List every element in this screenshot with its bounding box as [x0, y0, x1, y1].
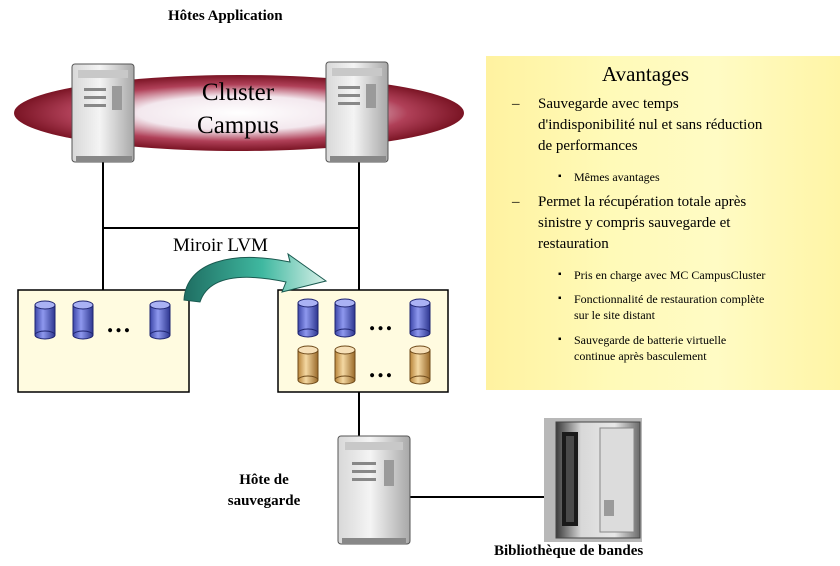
backup-host-label-line2: sauvegarde	[227, 493, 301, 509]
benefit-point-line: Sauvegarde avec temps	[538, 96, 679, 112]
dash-bullet: –	[512, 194, 520, 210]
benefit-point-line: Permet la récupération totale après	[538, 194, 747, 210]
square-bullet: ▪	[558, 171, 562, 182]
cluster-label-line2: Campus	[197, 112, 279, 139]
benefit-subpoint-line: sur le site distant	[574, 308, 655, 322]
benefit-subpoint-line: Fonctionnalité de restauration complète	[574, 292, 765, 306]
square-bullet: ▪	[558, 293, 562, 304]
benefit-point-line: sinistre y compris sauvegarde et	[538, 215, 731, 231]
cluster-label-line1: Cluster	[201, 79, 275, 106]
disk-ellipsis: …	[106, 311, 132, 338]
tape-library-icon	[544, 418, 642, 542]
benefit-point-line: d'indisponibilité nul et sans réduction	[538, 117, 763, 133]
benefit-subpoint-text: Mêmes avantages	[574, 170, 660, 184]
mirror-arrow-icon	[183, 252, 328, 303]
mirror-label: Miroir LVM	[173, 235, 268, 256]
backup-server-icon	[337, 435, 411, 545]
disk-gold-icon	[409, 345, 431, 385]
square-bullet: ▪	[558, 334, 562, 345]
disk-blue-icon	[149, 300, 171, 340]
server-left-icon	[71, 63, 135, 163]
diagram-title: Hôtes Application	[168, 8, 283, 24]
disk-blue-icon	[34, 300, 56, 340]
benefit-subpoint-line: Sauvegarde de batterie virtuelle	[574, 333, 727, 347]
disk-blue-icon	[72, 300, 94, 340]
benefit-subpoint: ▪ Sauvegarde de batterie virtuelle conti…	[558, 332, 840, 364]
benefit-point: – Permet la récupération totale après si…	[512, 192, 832, 255]
square-bullet: ▪	[558, 269, 562, 280]
disk-ellipsis: …	[368, 309, 394, 336]
disk-ellipsis: …	[368, 356, 394, 383]
benefit-subpoint: ▪ Mêmes avantages	[558, 169, 828, 185]
benefit-subpoint: ▪ Pris en charge avec MC CampusCluster	[558, 267, 840, 283]
backup-host-label-line1: Hôte de	[239, 472, 289, 488]
benefits-title: Avantages	[602, 62, 690, 86]
disk-gold-icon	[297, 345, 319, 385]
benefit-point: – Sauvegarde avec temps d'indisponibilit…	[512, 94, 832, 157]
cluster-label: Cluster Campus	[178, 76, 298, 142]
benefit-point-line: restauration	[538, 236, 609, 252]
benefit-subpoint: ▪ Fonctionnalité de restauration complèt…	[558, 291, 840, 323]
benefit-subpoint-text: Pris en charge avec MC CampusCluster	[574, 268, 766, 282]
backup-host-label: Hôte de sauvegarde	[212, 470, 316, 512]
benefits-panel: Avantages – Sauvegarde avec temps d'indi…	[486, 56, 840, 390]
server-right-icon	[325, 61, 389, 163]
tape-library-label: Bibliothèque de bandes	[494, 543, 644, 559]
disk-blue-icon	[409, 298, 431, 338]
connection-lines	[102, 160, 566, 498]
benefit-point-line: de performances	[538, 138, 638, 154]
benefit-subpoint-line: continue après basculement	[574, 349, 707, 363]
disk-gold-icon	[334, 345, 356, 385]
disk-blue-icon	[297, 298, 319, 338]
disk-blue-icon	[334, 298, 356, 338]
dash-bullet: –	[512, 96, 520, 112]
